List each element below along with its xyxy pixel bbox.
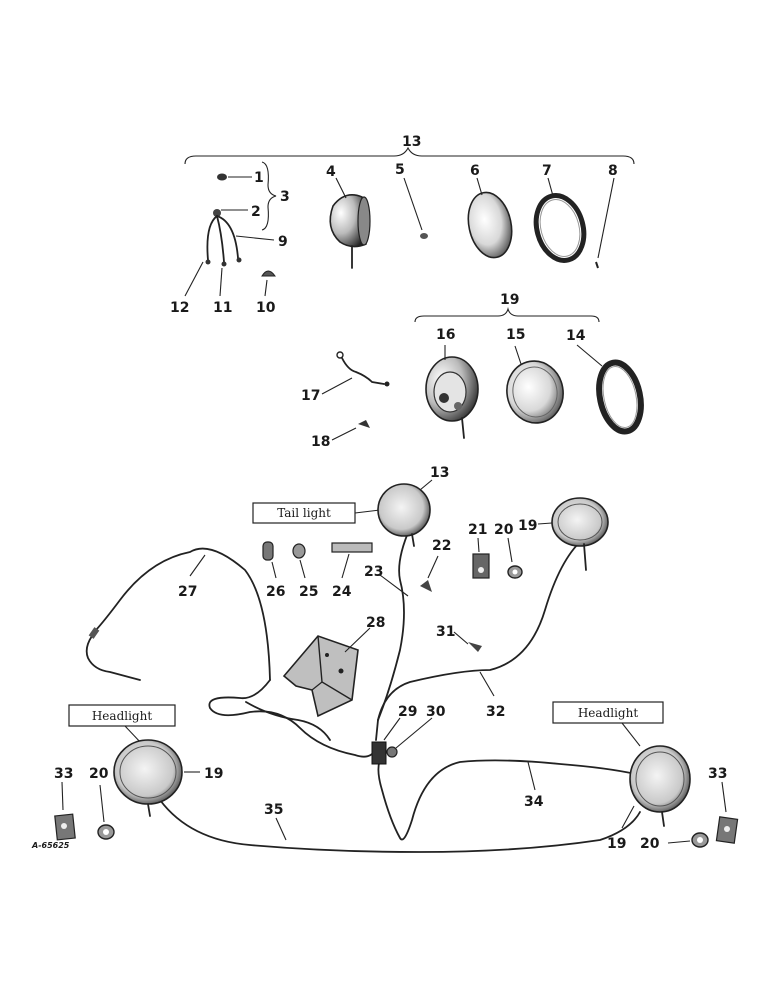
- callout-13-tail: 13: [430, 465, 449, 481]
- clip-part-5: 5: [395, 162, 428, 239]
- callout-14: 14: [566, 328, 586, 344]
- nut-part-20-left: 20: [89, 766, 115, 840]
- switch-part-29: 29 30: [371, 704, 446, 765]
- callout-17: 17: [301, 388, 320, 404]
- callout-23: 23: [364, 564, 383, 580]
- grommet-part-10: 10: [256, 270, 276, 316]
- headlight-label-box-right: Headlight: [552, 701, 664, 747]
- headlight-label-box-left: Headlight: [68, 704, 176, 745]
- nut-part-20-top: 20: [494, 522, 523, 579]
- mounting-bracket-part-28: 28: [282, 615, 385, 718]
- screw-part-8: 8: [595, 163, 618, 269]
- plug-part-33-right: 33: [708, 766, 739, 844]
- callout-12: 12: [170, 300, 189, 316]
- headlight-lamp-left-part-19: 19: [113, 739, 223, 817]
- callout-33-right: 33: [708, 766, 727, 782]
- bulb-part-1: 1: [217, 170, 264, 186]
- callout-32: 32: [486, 704, 505, 720]
- headlight-lamp-right-part-19: 19: [607, 745, 691, 852]
- tail-light-lamp-part-13: 13: [377, 465, 449, 547]
- callout-18: 18: [311, 434, 330, 450]
- callout-20-right: 20: [640, 836, 660, 852]
- leader-34: [527, 761, 536, 791]
- terminal-part-18: 18: [311, 420, 370, 450]
- callout-6: 6: [470, 163, 480, 179]
- reference-number: A-65625: [31, 841, 70, 850]
- callout-26: 26: [266, 584, 285, 600]
- tail-light-label: Tail light: [277, 506, 331, 520]
- callout-2: 2: [251, 204, 261, 220]
- callout-34: 34: [524, 794, 544, 810]
- headlight-label-left: Headlight: [92, 709, 152, 723]
- wire-27: [95, 547, 271, 681]
- nut-part-20-right: 20: [640, 832, 709, 852]
- rim-part-14: 14: [566, 328, 644, 435]
- callout-3: 3: [280, 189, 290, 205]
- callout-19-left: 19: [204, 766, 223, 782]
- wire-35: [159, 799, 641, 853]
- callout-19-top: 19: [518, 518, 537, 534]
- callout-25: 25: [299, 584, 318, 600]
- wire-23: [375, 527, 411, 741]
- callout-20-top: 20: [494, 522, 514, 538]
- lamp-shell-part-4: 4: [326, 164, 371, 269]
- callout-8: 8: [608, 163, 618, 179]
- callout-24: 24: [332, 584, 352, 600]
- leader-32: [479, 671, 495, 697]
- group-bracket-19: 19: [414, 292, 600, 323]
- callout-1: 1: [254, 170, 264, 186]
- wire-34: [377, 759, 641, 841]
- callout-20-left: 20: [89, 766, 109, 782]
- group-label-19: 19: [500, 292, 519, 308]
- headlight-label-right: Headlight: [578, 706, 638, 720]
- work-lamp-part-19-top: 19: [518, 497, 609, 571]
- leader-35: [275, 817, 287, 841]
- callout-30: 30: [426, 704, 446, 720]
- tube-part-24: 24: [331, 542, 373, 600]
- terminal-part-31: 31: [436, 624, 482, 652]
- callout-22: 22: [432, 538, 451, 554]
- wire-part-17: 17: [301, 351, 390, 404]
- callout-10: 10: [256, 300, 276, 316]
- brace-3: [261, 161, 277, 231]
- callout-15: 15: [506, 327, 525, 343]
- callout-7: 7: [542, 163, 552, 179]
- callout-28: 28: [366, 615, 385, 631]
- lens-part-6: 6: [467, 163, 513, 259]
- tail-light-label-box: Tail light: [252, 502, 381, 524]
- callout-11: 11: [213, 300, 232, 316]
- socket-harness-part-9: 2 9 11 12: [170, 204, 288, 316]
- lens-part-15: 15: [506, 327, 564, 424]
- bulb-part-26: 26: [262, 541, 285, 600]
- callout-19-right: 19: [607, 836, 626, 852]
- leader-27: [189, 554, 206, 577]
- callout-33-left: 33: [54, 766, 73, 782]
- callout-27: 27: [178, 584, 197, 600]
- wiring-harness: [85, 527, 641, 853]
- leader-23: [379, 574, 409, 597]
- callout-4: 4: [326, 164, 336, 180]
- callout-21: 21: [468, 522, 487, 538]
- plug-part-33-left: 33: [54, 766, 76, 841]
- callout-35: 35: [264, 802, 283, 818]
- callout-5: 5: [395, 162, 405, 178]
- clip-part-22: 22: [420, 538, 451, 592]
- sleeve-part-25: 25: [292, 543, 318, 600]
- plug-part-21: 21: [468, 522, 490, 579]
- callout-29: 29: [398, 704, 417, 720]
- group-bracket-13: 13: [184, 134, 635, 165]
- group-label-13: 13: [402, 134, 421, 150]
- wire-32: [377, 539, 583, 721]
- callout-9: 9: [278, 234, 288, 250]
- callout-31: 31: [436, 624, 455, 640]
- rim-part-7: 7: [533, 163, 587, 263]
- sealed-beam-part-16: 16: [425, 327, 479, 439]
- callout-16: 16: [436, 327, 455, 343]
